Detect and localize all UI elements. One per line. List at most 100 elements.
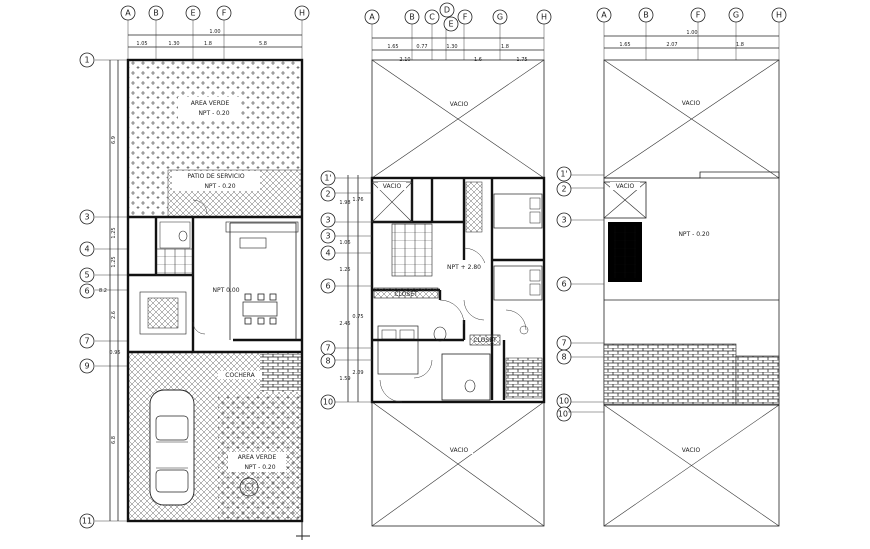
axis-tag: F <box>463 13 468 22</box>
stairs-ground <box>155 248 194 276</box>
grid-lines <box>95 20 303 522</box>
room-label-area-verde: AREA VERDE <box>238 454 277 461</box>
section-mark-icon <box>296 522 310 540</box>
dim-label: 0.75 <box>352 314 363 320</box>
room-label-cochera: COCHERA <box>225 372 255 379</box>
axis-tag: 3 <box>561 216 566 225</box>
axis-tag: 4 <box>84 245 89 254</box>
bed-icon <box>493 193 543 229</box>
dim-e-f: 1.8 <box>204 41 212 47</box>
dim-label: 2.45 <box>339 321 350 327</box>
dim-label: 1.8 <box>501 44 509 50</box>
room-labels: VACIO VACIO NPT + 2.80 CLOSET CLOSET VAC… <box>378 100 497 454</box>
dim-a-b: 1.05 <box>136 41 147 47</box>
stairs-upper <box>391 223 433 277</box>
side-dimensions: 1.98 1.76 1.06 1.25 2.45 0.75 1.59 2.09 <box>339 197 363 382</box>
dim-1-3: 6.9 <box>111 136 117 144</box>
door-swing <box>413 359 433 379</box>
axis-tag: 3 <box>325 232 330 241</box>
dim-label: 0.77 <box>416 44 427 50</box>
axis-tag: 7 <box>84 337 89 346</box>
dim-label: 1.65 <box>387 44 398 50</box>
axis-tag: 8 <box>561 353 566 362</box>
level-label: NPT - 0.20 <box>678 231 709 238</box>
column-axis-tags: A B C D E F G H <box>364 2 552 32</box>
level-label: NPT - 0.20 <box>204 183 235 190</box>
axis-tag: 6 <box>84 287 89 296</box>
axis-tag: 11 <box>82 517 92 526</box>
top-dimensions: 1.00 1.05 1.30 1.8 5.8 <box>136 29 267 47</box>
bathroom-upper <box>441 353 491 401</box>
axis-tag: 7 <box>561 339 566 348</box>
dim-label: 1.06 <box>339 240 350 246</box>
dim-label: 1.8 <box>736 42 744 48</box>
door-swing <box>463 299 485 321</box>
axis-tag: 10' <box>558 410 570 419</box>
kitchen-island <box>239 237 267 249</box>
bed-icon <box>377 325 419 375</box>
dim-b-e: 1.30 <box>168 41 179 47</box>
living-sofa <box>139 291 187 335</box>
axis-tag: 10 <box>559 397 569 406</box>
dim-6-7: 2.6 <box>111 311 117 319</box>
axis-tag: 4 <box>325 249 330 258</box>
axis-tag: E <box>448 20 453 29</box>
room-labels: AREA VERDE NPT - 0.20 PATIO DE SERVICIO … <box>172 97 286 472</box>
room-label-vacio: VACIO <box>616 183 635 190</box>
level-label: NPT + 2.80 <box>447 264 481 271</box>
axis-tag: H <box>776 11 782 20</box>
brick-planter <box>260 352 302 392</box>
axis-tag: 7 <box>325 344 330 353</box>
axis-tag: 3 <box>84 213 89 222</box>
dim-total: 1.00 <box>209 29 220 35</box>
toilet-icon <box>464 379 476 393</box>
axis-tag: E <box>190 9 195 18</box>
axis-tag: H <box>541 13 547 22</box>
closet-2 <box>469 334 501 346</box>
garden-side-fill <box>128 170 168 217</box>
room-label-closet: CLOSET <box>473 337 497 344</box>
row-axis-tags: 1' 2 3 3 4 6 7 8 10 <box>320 170 372 410</box>
axis-tag: A <box>601 11 607 20</box>
axis-tag: F <box>696 11 701 20</box>
lamp-icon <box>519 325 529 335</box>
axis-tag: C <box>429 13 435 22</box>
room-label-closet: CLOSET <box>394 291 418 298</box>
dim-label: 1.30 <box>446 44 457 50</box>
axis-tag: 2 <box>325 190 330 199</box>
level-label: NPT - 0.20 <box>198 110 229 117</box>
plan-upper-floor: 1.65 0.77 1.30 1.8 2.10 1.6 1.75 1.98 1.… <box>320 2 552 527</box>
column-axis-tags: A B E F H <box>120 5 310 21</box>
grid-lines <box>371 24 545 60</box>
dim-label: 1.25 <box>339 267 350 273</box>
axis-tag: 5 <box>84 271 89 280</box>
axis-tag: B <box>409 13 415 22</box>
column-axis-tags: A B F G H <box>596 7 787 23</box>
dim-label: 1.98 <box>339 200 350 206</box>
kitchen-dining-outline <box>229 222 297 340</box>
car-icon <box>149 389 195 506</box>
row-axis-tags: 1' 2 3 6 7 8 10 10' <box>556 166 604 422</box>
room-label-patio: PATIO DE SERVICIO <box>187 173 245 180</box>
dim-label: 1.65 <box>619 42 630 48</box>
axis-tag: 6 <box>561 280 566 289</box>
axis-tag: 3 <box>325 216 330 225</box>
dim-label: 1.76 <box>352 197 363 203</box>
dim-5-6: 8.2 <box>99 288 107 294</box>
dining-table <box>242 301 278 317</box>
level-label: NPT 0.00 <box>212 287 239 294</box>
room-label-area-verde: AREA VERDE <box>191 100 230 107</box>
dim-4-5: 1.25 <box>111 256 117 267</box>
dim-label: 2.09 <box>352 370 363 376</box>
tree-icon <box>239 477 259 497</box>
axis-tag: 10 <box>323 398 333 407</box>
toilet-icon <box>178 230 188 242</box>
axis-tag: 9 <box>84 362 89 371</box>
dim-9-11: 6.8 <box>111 436 117 444</box>
side-dimensions: 6.9 1.25 1.25 8.2 2.6 0.95 6.8 <box>99 136 121 444</box>
dim-3-4: 1.25 <box>111 227 117 238</box>
plan-roof: 1.00 1.65 2.07 1.8 VACIO VACIO NPT - 0.2… <box>556 7 787 527</box>
axis-tag: H <box>299 9 305 18</box>
axis-tag: 6 <box>325 282 330 291</box>
